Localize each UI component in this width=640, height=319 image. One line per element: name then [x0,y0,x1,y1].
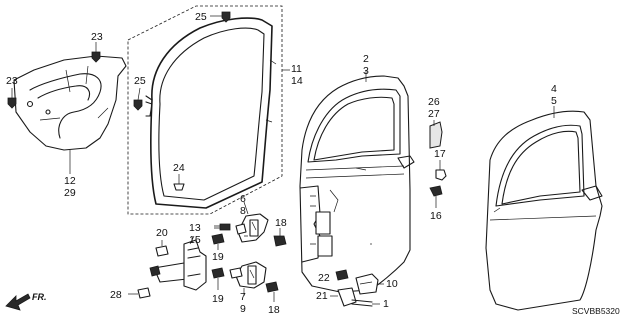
callout-24: 24 [173,162,185,174]
callout-23-left: 23 [6,75,18,87]
diagram-code: SCVBB5320 [572,306,620,316]
lower-hinge [229,261,267,296]
clip-24 [173,174,185,191]
callout-1: 1 [383,298,389,310]
callout-labels: 23 23 12 29 25 25 11 14 24 2 3 26 27 17 … [6,11,557,316]
callout-4: 4 [551,83,557,95]
callout-12: 12 [64,175,76,187]
callout-25-left: 25 [134,75,146,87]
callout-26: 26 [428,96,440,108]
callout-18-upper: 18 [275,217,287,229]
callout-29: 29 [64,187,76,199]
callout-25-top: 25 [195,11,207,23]
callout-3: 3 [363,65,369,77]
bolt-16 [429,185,443,208]
callout-16: 16 [430,210,442,222]
callout-17: 17 [434,148,446,160]
bolt-22 [335,269,349,281]
door-stopper [355,273,384,295]
bolt-28 [128,287,151,299]
callout-19-lower: 19 [212,293,224,305]
weatherstrip-box [127,5,290,215]
bolt-18-upper [273,228,287,247]
callout-9: 9 [240,303,246,315]
bracket-26-27 [429,120,443,149]
callout-19-upper: 19 [212,251,224,263]
callout-6: 6 [240,193,246,205]
upper-hinge [214,201,269,243]
callout-8: 8 [240,205,246,217]
bolt-17 [435,160,447,181]
callout-13: 13 [189,222,201,234]
outer-door-skin [485,106,603,311]
callout-2: 2 [363,53,369,65]
callout-22: 22 [318,272,330,284]
callout-5: 5 [551,95,557,107]
front-direction-arrow [5,293,31,311]
callout-23-top: 23 [91,31,103,43]
callout-20: 20 [156,227,168,239]
bolt-20 [155,240,169,257]
callout-7: 7 [240,291,246,303]
bolt-19-lower [211,267,225,290]
callout-21: 21 [316,290,328,302]
clip-23-top [91,42,101,63]
door-inner-shield [13,55,127,151]
fastener-25-top [210,11,231,23]
bolt-19-upper [211,233,225,250]
callout-18-lower: 18 [268,304,280,316]
callout-11: 11 [291,63,302,75]
callout-27: 27 [428,108,440,120]
callout-15: 15 [189,234,201,246]
callout-10: 10 [386,278,398,290]
clip-23-left [7,88,17,109]
rod-bracket-21 [330,287,380,307]
callout-28: 28 [110,289,122,301]
fastener-25-left [133,87,143,111]
front-door-shell [299,70,415,293]
callout-14: 14 [291,75,303,87]
direction-label: FR. [32,292,47,302]
bolt-18-lower [265,281,279,302]
door-check-link [149,235,207,291]
